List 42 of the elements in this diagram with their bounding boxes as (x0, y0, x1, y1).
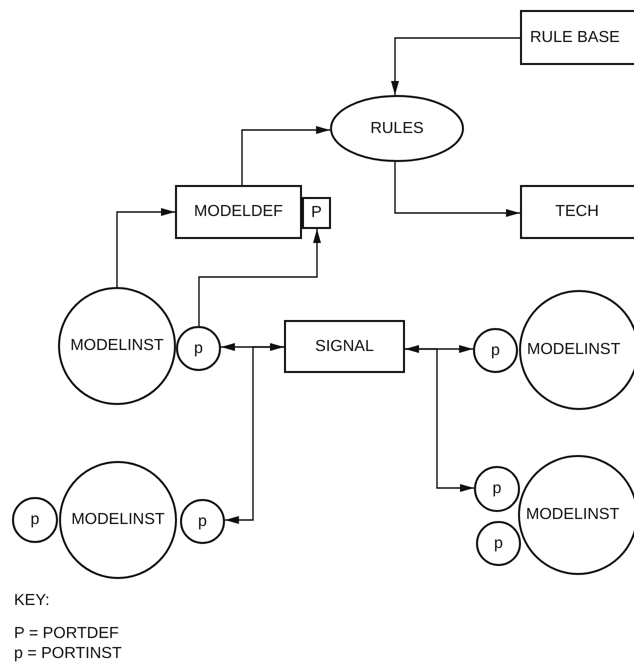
arrow (220, 343, 284, 351)
port-circle (474, 466, 520, 512)
process-box (175, 185, 302, 239)
node-label: p (194, 340, 203, 358)
node-label: MODELDEF (194, 203, 283, 221)
ellipse-node (330, 95, 464, 162)
model-circle (59, 461, 177, 579)
key-entry: p = PORTINST (14, 645, 122, 663)
arrow (116, 208, 175, 287)
node-label: p (30, 511, 40, 529)
arrow (394, 162, 520, 217)
arrow (405, 345, 474, 353)
port-circle (180, 499, 225, 544)
port-circle (12, 497, 58, 543)
node-label: p (198, 512, 207, 530)
node-label: TECH (555, 203, 599, 221)
process-box (520, 185, 634, 239)
arrow (224, 346, 284, 524)
node-label: SIGNAL (315, 338, 374, 356)
key-entry: P = PORTDEF (14, 625, 119, 643)
arrow (198, 229, 321, 326)
node-label: RULE BASE (530, 28, 620, 46)
port-circle (473, 328, 518, 373)
key-heading: KEY: (14, 592, 50, 610)
node-label: MODELINST (526, 506, 620, 524)
port-circle (176, 326, 221, 371)
arrow (241, 126, 330, 185)
process-box (284, 320, 405, 373)
process-box (520, 10, 634, 65)
node-label: MODELINST (71, 511, 165, 529)
node-label: P (311, 204, 322, 222)
port-circle (476, 521, 521, 566)
node-label: MODELINST (70, 337, 164, 355)
node-label: p (494, 534, 503, 552)
model-circle (58, 287, 176, 405)
arrow (391, 37, 520, 96)
node-label: MODELINST (527, 341, 620, 359)
node-label: p (491, 342, 500, 360)
arrow (405, 348, 474, 492)
node-label: p (492, 480, 502, 498)
node-label: RULES (370, 120, 424, 138)
port-box (302, 197, 331, 229)
